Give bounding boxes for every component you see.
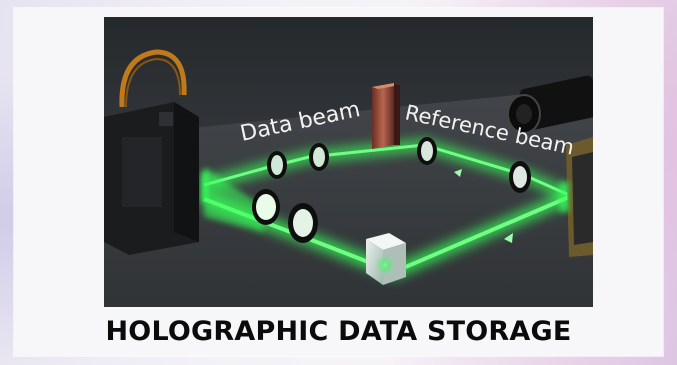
detector — [559, 137, 593, 257]
laser-beams — [203, 143, 570, 275]
spatial-light-modulator — [104, 49, 208, 255]
caption-title: HOLOGRAPHIC DATA STORAGE — [105, 315, 572, 347]
beam-splitter-cube — [366, 233, 406, 285]
holographic-storage-photo: Data beam Reference beam — [104, 17, 593, 307]
camera-lens — [507, 75, 593, 134]
optical-lenses — [252, 137, 531, 243]
beam-splitter-prism — [372, 83, 400, 149]
